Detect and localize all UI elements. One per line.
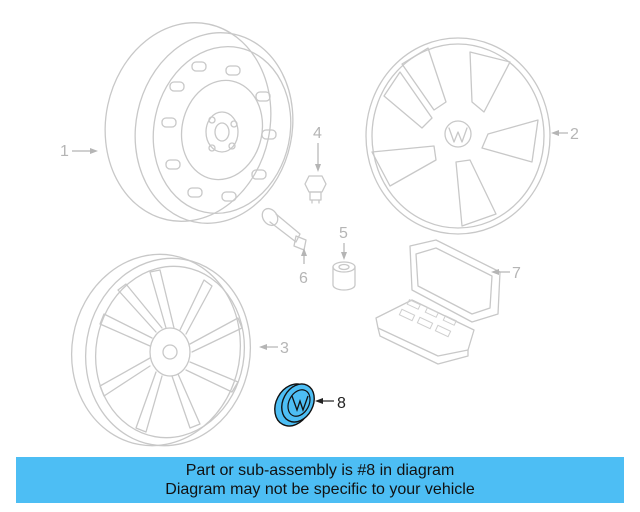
callout-label-8: 8	[337, 395, 346, 412]
callout-7: 7	[491, 265, 521, 282]
callout-1: 1	[60, 143, 98, 160]
banner-line-part-number: Part or sub-assembly is #8 in diagram	[185, 462, 455, 479]
banner-line-disclaimer: Diagram may not be specific to your vehi…	[165, 481, 475, 498]
callout-8: 8	[315, 395, 346, 412]
callout-label-2: 2	[570, 126, 579, 143]
wheel-bolt-part-4[interactable]	[304, 175, 327, 204]
callout-5: 5	[339, 225, 348, 260]
callout-label-5: 5	[339, 225, 348, 242]
callout-label-4: 4	[313, 125, 322, 142]
valve-stem-part-6[interactable]	[259, 206, 307, 251]
steel-wheel-part-1[interactable]	[87, 7, 310, 238]
callout-label-7: 7	[512, 265, 521, 282]
lock-sleeve-part-5[interactable]	[332, 261, 356, 291]
callout-2: 2	[551, 126, 579, 143]
callout-label-6: 6	[299, 270, 308, 287]
center-cap-part-8[interactable]	[268, 378, 321, 433]
tool-kit-part-7[interactable]	[375, 239, 501, 365]
callout-label-3: 3	[280, 340, 289, 357]
callout-4: 4	[313, 125, 322, 172]
callout-3: 3	[259, 340, 289, 357]
wheel-cover-part-2[interactable]	[365, 37, 551, 235]
callout-label-1: 1	[60, 143, 69, 160]
alloy-wheel-part-3[interactable]	[57, 241, 265, 459]
info-banner: Part or sub-assembly is #8 in diagram Di…	[16, 457, 624, 503]
callout-6: 6	[299, 248, 308, 287]
